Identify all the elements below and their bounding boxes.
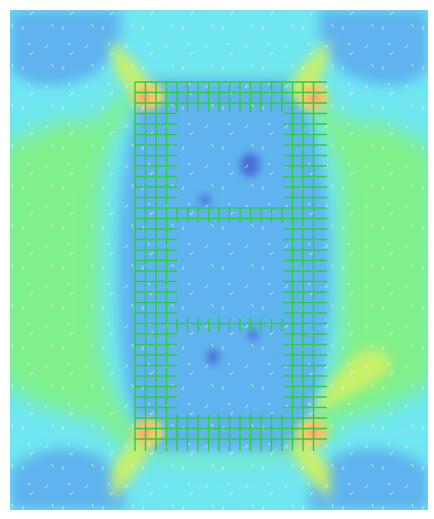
wall-mesh: [134, 81, 327, 451]
